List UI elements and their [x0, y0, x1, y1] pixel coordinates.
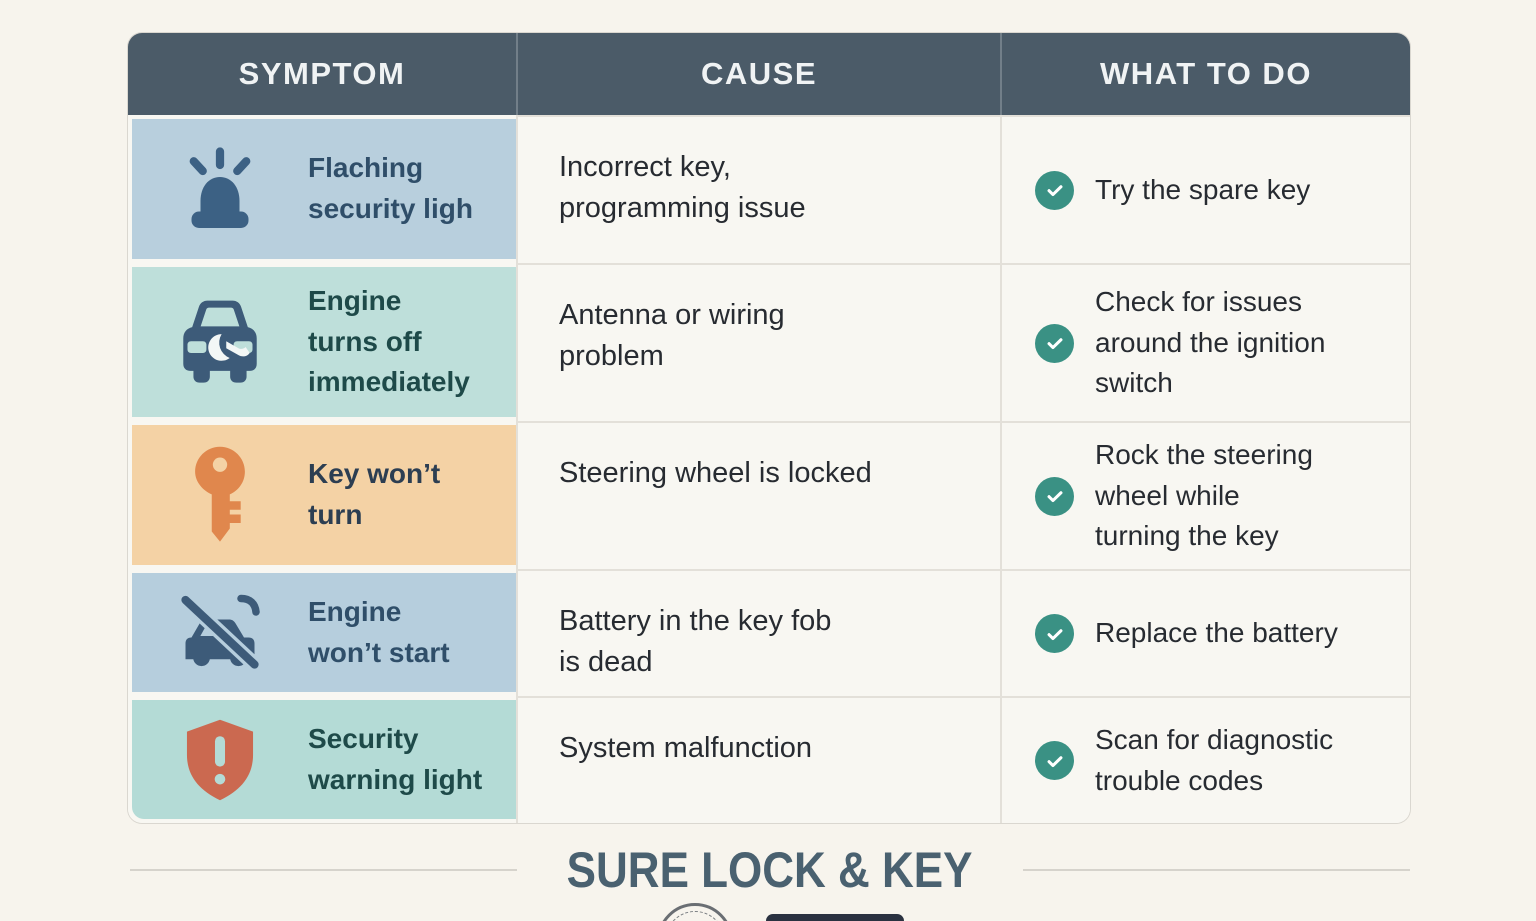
action-text: Replace the battery [1095, 617, 1338, 649]
action-text: Rock the steering wheel while turning th… [1095, 439, 1313, 552]
car-wrench-icon [132, 292, 308, 392]
key-icon [132, 445, 308, 545]
cause-cell: System malfunction [516, 696, 1000, 823]
symptom-cell-security-warning-light: Security warning light [128, 696, 516, 823]
action-cell: Replace the battery [1000, 569, 1410, 696]
car-slash-icon [132, 585, 308, 681]
check-icon [1035, 614, 1074, 653]
cause-text: Steering wheel is locked [559, 457, 872, 489]
symptom-cell-key-wont-turn: Key won’t turn [128, 421, 516, 569]
symptom-block: Security warning light [132, 700, 516, 819]
symptom-cell-engine-wont-start: Engine won’t start [128, 569, 516, 696]
column-header-what-to-do: WHAT TO DO [1000, 33, 1410, 115]
action-cell: Check for issues around the ignition swi… [1000, 263, 1410, 421]
action-text: Try the spare key [1095, 173, 1311, 205]
troubleshooting-table: SYMPTOM CAUSE WHAT TO DO Flaching securi… [128, 33, 1410, 823]
check-icon [1035, 170, 1074, 210]
check-icon [1035, 476, 1074, 516]
footer-rule-left [130, 869, 518, 871]
brand-name: SURE LOCK & KEY [567, 842, 973, 898]
cause-cell: Incorrect key, programming issue [516, 115, 1000, 263]
check-icon [1035, 323, 1074, 363]
shield-alert-icon [132, 716, 308, 804]
cause-text: System malfunction [559, 732, 813, 764]
action-cell: Try the spare key [1000, 115, 1410, 263]
action-text: Scan for diagnostic trouble codes [1095, 723, 1334, 796]
footer-rule-right [1022, 869, 1411, 871]
symptom-label: Flaching security ligh [308, 152, 473, 224]
cause-text: Battery in the key fob is dead [559, 605, 832, 679]
symptom-block: Key won’t turn [132, 425, 516, 565]
check-icon [1035, 741, 1074, 780]
symptom-label: Engine turns off immediately [308, 285, 470, 398]
symptom-block: Flaching security ligh [132, 119, 516, 259]
symptom-label: Engine won’t start [308, 595, 450, 668]
cause-cell: Steering wheel is locked [516, 421, 1000, 569]
cause-text: Antenna or wiring problem [559, 299, 785, 373]
symptom-block: Engine won’t start [132, 573, 516, 692]
symptom-cell-flashing-light: Flaching security ligh [128, 115, 516, 263]
action-text: Check for issues around the ignition swi… [1095, 286, 1326, 399]
cause-text: Incorrect key, programming issue [559, 151, 806, 225]
cause-cell: Antenna or wiring problem [516, 263, 1000, 421]
action-cell: Scan for diagnostic trouble codes [1000, 696, 1410, 823]
symptom-label: Security warning light [308, 722, 483, 795]
brand-logo-box [766, 914, 904, 921]
symptom-block: Engine turns off immediately [132, 267, 516, 417]
footer: SURE LOCK & KEY [130, 842, 1411, 898]
cause-cell: Battery in the key fob is dead [516, 569, 1000, 696]
certification-seal [657, 903, 733, 921]
action-cell: Rock the steering wheel while turning th… [1000, 421, 1410, 569]
column-header-symptom: SYMPTOM [128, 33, 516, 115]
column-header-cause: CAUSE [516, 33, 1000, 115]
siren-icon [132, 141, 308, 237]
symptom-label: Key won’t turn [308, 458, 441, 530]
symptom-cell-engine-turns-off: Engine turns off immediately [128, 263, 516, 421]
